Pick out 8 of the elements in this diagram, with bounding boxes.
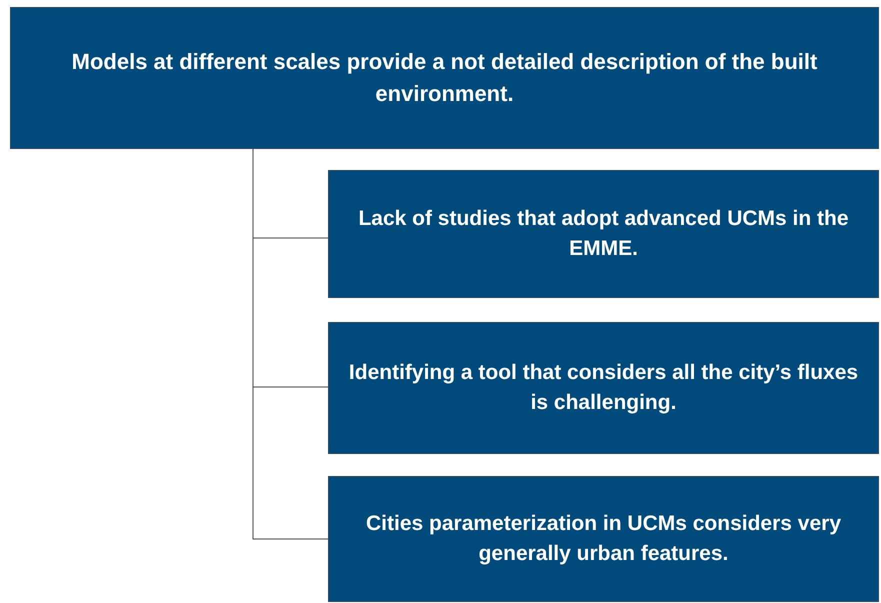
text-box <box>10 7 879 149</box>
box-text: Cities parameterization in UCMs considers very generally urban features. <box>365 510 842 567</box>
box-text: Lack of studies that adopt advanced UCMs in the EMME. <box>357 206 850 262</box>
text-box <box>328 476 879 602</box>
box-text: Identifying a tool that considers all the city’s fluxes is challenging. <box>348 360 860 416</box>
box-text: Models at different scales provide a not detailed description of the built environment. <box>70 48 818 108</box>
text-box <box>328 322 879 454</box>
text-box <box>328 170 879 298</box>
